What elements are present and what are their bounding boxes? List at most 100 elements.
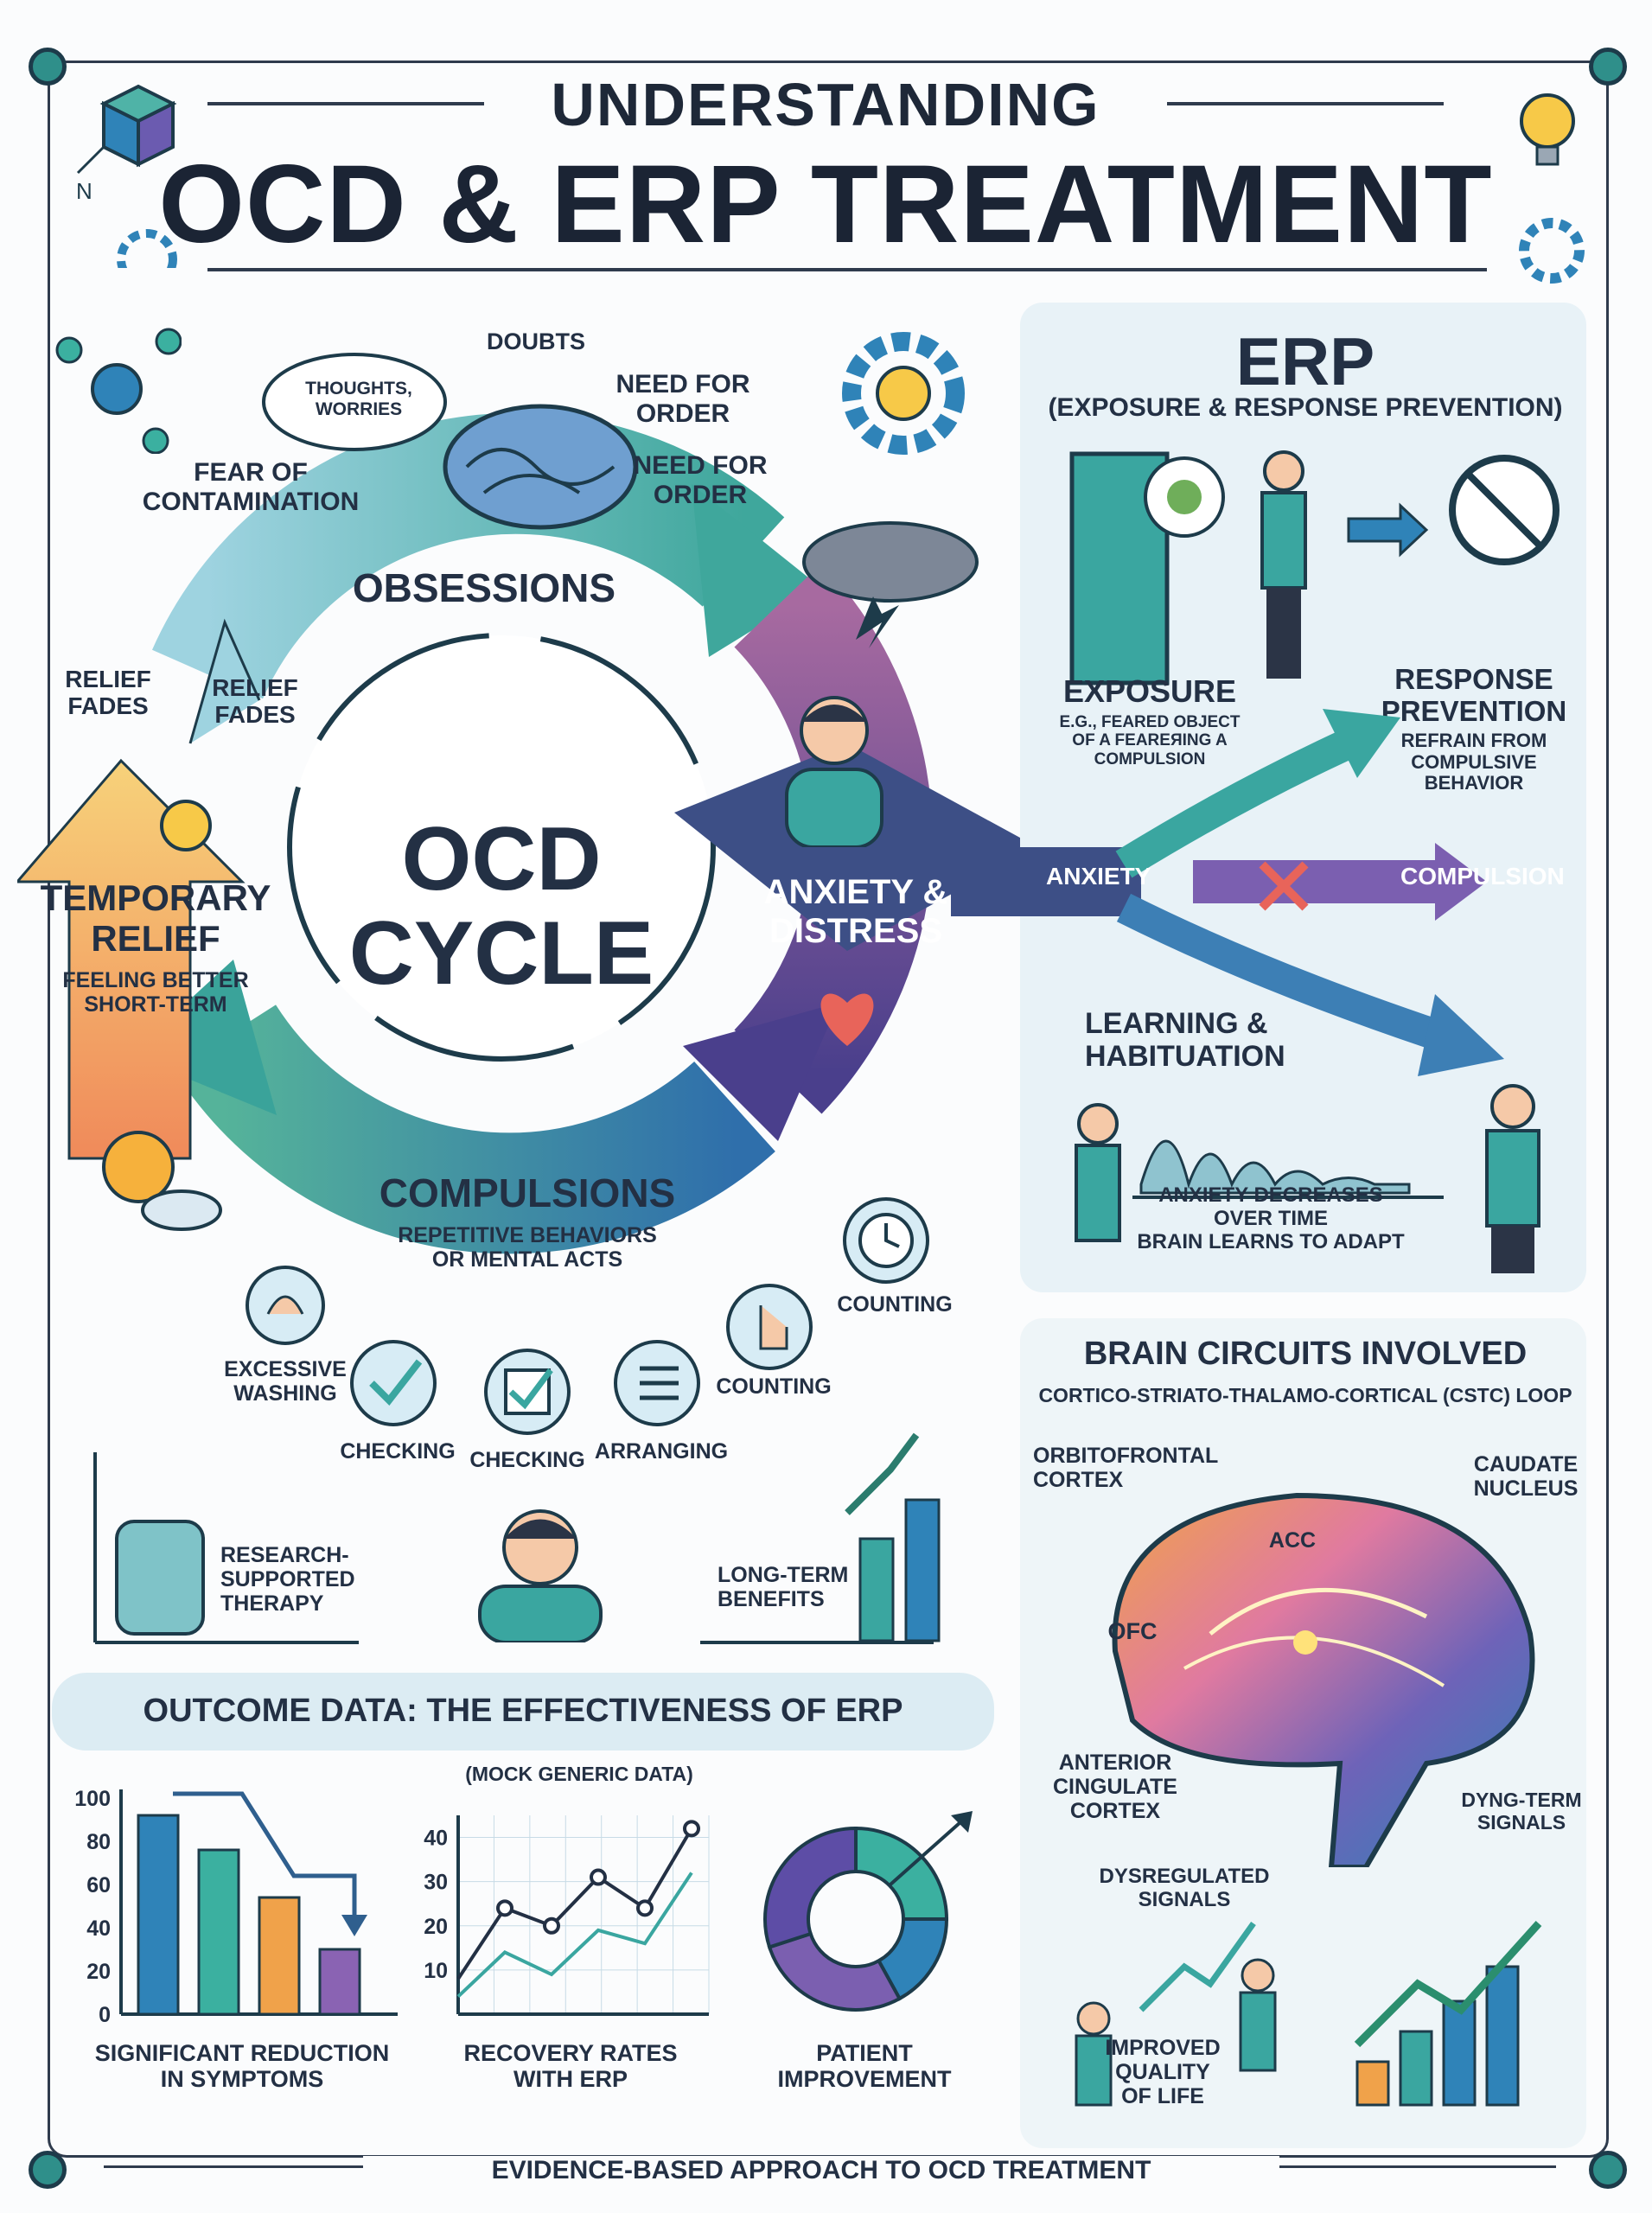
habituation-illustration: [1075, 1084, 1540, 1273]
data-point: [683, 1820, 700, 1838]
title-top: UNDERSTANDING: [551, 71, 1100, 138]
series-line: [456, 1827, 693, 1980]
bar-chart-caption: SIGNIFICANT REDUCTION IN SYMPTOMS: [94, 2040, 390, 2093]
y-tick-label: 80: [86, 1830, 111, 1854]
orbitofrontal-label: ORBITOFRONTAL CORTEX: [1033, 1444, 1219, 1492]
brain-circuit-illustration: [1112, 1492, 1535, 1867]
compulsion-arrow-label: COMPULSION: [1400, 863, 1565, 890]
y-tick-label: 20: [86, 1960, 111, 1984]
page-title: OCD & ERP TREATMENT: [158, 143, 1493, 266]
checkbox-icon: [484, 1349, 571, 1435]
stressed-person-icon: [478, 1509, 603, 1642]
brain-title: BRAIN CIRCUITS INVOLVED: [1083, 1336, 1528, 1372]
need-order-label: NEED FOR ORDER: [616, 370, 750, 428]
exposure-illustration: [1069, 450, 1560, 686]
growth-chart-icon: [700, 1432, 941, 1644]
outcome-title: OUTCOME DATA: THE EFFECTIVENESS OF ERP: [143, 1693, 903, 1729]
line-chart-caption: RECOVERY RATES WITH ERP: [463, 2040, 678, 2093]
research-flask-icon: [93, 1452, 359, 1644]
erp-flow-arrows: [951, 709, 1504, 1076]
corner-dot: [1589, 48, 1627, 86]
y-tick-label: 30: [424, 1871, 448, 1895]
anterior-cingulate-label: ANTERIOR CINGULATE CORTEX: [1053, 1751, 1177, 1823]
bar: [318, 1948, 361, 2016]
temporary-relief-sub: FEELING BETTER SHORT-TERM: [62, 968, 249, 1017]
need-order-label: NEED FOR ORDER: [633, 451, 768, 509]
y-tick-label: 40: [86, 1916, 111, 1941]
data-point: [636, 1899, 654, 1917]
bar: [137, 1814, 180, 2016]
y-tick-label: 100: [74, 1787, 111, 1811]
title-rule: [1167, 102, 1444, 105]
thought-bubble-icon: [262, 353, 447, 451]
data-point: [590, 1868, 607, 1886]
data-point: [496, 1899, 513, 1917]
counting-label: COUNTING: [837, 1292, 953, 1317]
washing-hands-icon: [246, 1266, 325, 1345]
temporary-relief-title: TEMPORARY RELIEF: [40, 877, 271, 960]
checking-label: CHECKING: [469, 1448, 585, 1472]
compulsions-label: COMPULSIONS: [379, 1170, 676, 1215]
brain-icon: [443, 404, 638, 530]
anxiety-distress-label: ANXIETY &DISTRESS: [763, 873, 948, 950]
trend-arrow-head: [341, 1915, 367, 1936]
relief-fades-inner: RELIEF FADES: [212, 674, 298, 729]
data-point: [543, 1916, 560, 1935]
growth-arrow-head: [951, 1811, 973, 1833]
brain-subtitle: CORTICO-STRIATO-THALAMO-CORTICAL (CSTC) …: [1038, 1384, 1572, 1406]
title-rule: [207, 102, 484, 105]
dysregulated-label: DYSREGULATED SIGNALS: [1099, 1865, 1270, 1911]
learning-label: LEARNING & HABITUATION: [1085, 1007, 1285, 1074]
donut-slice: [763, 1826, 858, 1949]
quality-label: IMPROVED QUALITY OF LIFE: [1105, 2036, 1221, 2108]
erp-title: ERP: [1235, 323, 1375, 399]
y-tick-label: 40: [424, 1827, 448, 1851]
ocd-cycle-diagram: [17, 412, 1029, 1254]
y-tick-label: 10: [424, 1959, 448, 1983]
long-term-label: LONG-TERM BENEFITS: [718, 1563, 849, 1611]
arranging-label: ARRANGING: [594, 1439, 729, 1464]
y-tick-label: 20: [424, 1915, 448, 1939]
ofc-label: OFC: [1107, 1618, 1158, 1644]
counting-label: COUNTING: [716, 1374, 832, 1399]
molecule-cube-icon: N: [76, 84, 177, 268]
checking-label: CHECKING: [340, 1439, 456, 1464]
anxious-person-icon: [785, 696, 883, 847]
y-tick-label: 60: [86, 1873, 111, 1897]
relief-fades-outer: RELIEF FADES: [65, 666, 151, 720]
tapping-hand-icon: [726, 1284, 813, 1370]
compulsions-sublabel: REPETITIVE BEHAVIORS OR MENTAL ACTS: [398, 1223, 657, 1272]
sun-icon: [160, 800, 212, 851]
gear-lightbulb-icon: [842, 332, 965, 455]
mock-data-note: (MOCK GENERIC DATA): [465, 1763, 693, 1785]
anxiety-arrow-label: ANXIETY: [1046, 863, 1151, 890]
bar: [197, 1848, 240, 2016]
corner-dot: [29, 48, 67, 86]
fear-contamination-label: FEAR OF CONTAMINATION: [142, 458, 360, 516]
list-icon: [614, 1340, 700, 1426]
outcome-banner: [52, 1673, 994, 1751]
donut-chart-caption: PATIENT IMPROVEMENT: [777, 2040, 952, 2093]
response-prevention-label: RESPONSE PREVENTION: [1381, 663, 1567, 727]
caudate-label: CAUDATE NUCLEUS: [1473, 1452, 1579, 1501]
patient-improvement-chart: [763, 1811, 973, 2012]
y-tick-label: 0: [99, 2003, 111, 2027]
series-line: [456, 1872, 693, 1999]
clock-icon: [843, 1197, 929, 1284]
response-prevention-sublabel: REFRAIN FROM COMPULSIVE BEHAVIOR: [1400, 730, 1547, 794]
acc-label: ACC: [1268, 1528, 1317, 1553]
trend-arrow: [173, 1791, 357, 1919]
lightbulb-icon: [1519, 93, 1585, 284]
footer-text: EVIDENCE-BASED APPROACH TO OCD TREATMENT: [363, 2156, 1279, 2185]
sun-cloud-icon: [102, 1131, 222, 1231]
obsessions-label: OBSESSIONS: [352, 565, 616, 610]
thought-bubble-text: THOUGHTS, WORRIES: [305, 379, 412, 419]
quality-of-life-illustration: [1075, 1920, 1542, 2107]
corner-dot: [1589, 2151, 1627, 2189]
erp-subtitle: (EXPOSURE & RESPONSE PREVENTION): [1048, 393, 1563, 422]
research-label: RESEARCH- SUPPORTED THERAPY: [220, 1543, 355, 1616]
washing-label: EXCESSIVE WASHING: [224, 1357, 347, 1406]
corner-dot: [29, 2151, 67, 2189]
checking-icon: [350, 1340, 437, 1426]
